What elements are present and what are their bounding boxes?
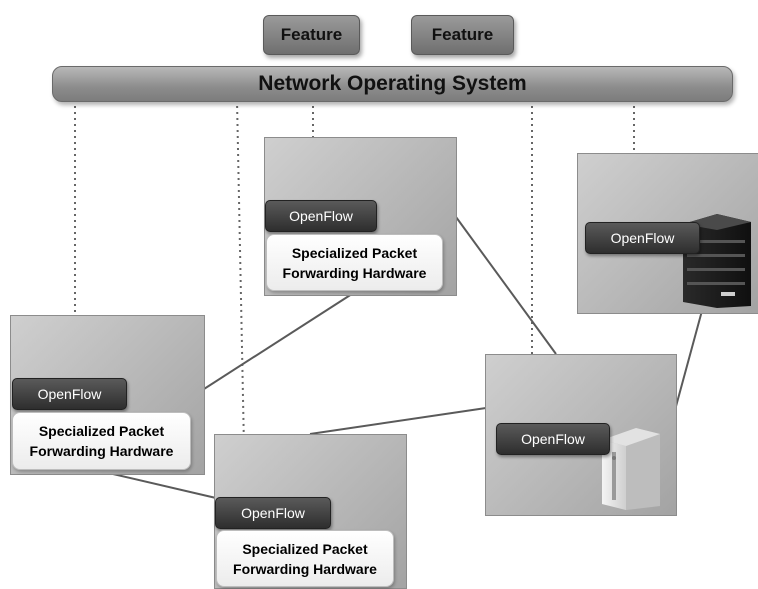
data-link — [309, 407, 487, 435]
hw-line-2: Forwarding Hardware — [282, 264, 427, 281]
control-link — [236, 99, 246, 498]
openflow-box-top: OpenFlow — [265, 200, 377, 232]
hw-line-1: Specialized Packet — [38, 423, 165, 439]
hw-line-1: Specialized Packet — [291, 244, 418, 261]
hw-line-1: Specialized Packet — [242, 540, 368, 557]
feature-box-2: Feature — [411, 15, 514, 55]
data-link — [674, 306, 704, 411]
data-link — [455, 216, 557, 355]
data-link — [203, 291, 356, 390]
forwarding-hardware-bottom: Specialized Packet Forwarding Hardware — [216, 530, 394, 587]
hw-line-2: Forwarding Hardware — [233, 560, 377, 577]
rack-server-icon — [683, 214, 751, 308]
forwarding-hardware-left: Specialized Packet Forwarding Hardware — [12, 412, 191, 470]
tower-server-icon — [602, 428, 660, 510]
openflow-box-right-top: OpenFlow — [585, 222, 700, 254]
openflow-box-right-bottom: OpenFlow — [496, 423, 610, 455]
network-operating-system-bar: Network Operating System — [52, 66, 733, 102]
hw-line-2: Forwarding Hardware — [29, 443, 174, 459]
openflow-box-bottom: OpenFlow — [215, 497, 331, 529]
data-link — [112, 473, 217, 499]
openflow-box-left: OpenFlow — [12, 378, 127, 410]
forwarding-hardware-top: Specialized Packet Forwarding Hardware — [266, 234, 443, 291]
feature-box-1: Feature — [263, 15, 360, 55]
